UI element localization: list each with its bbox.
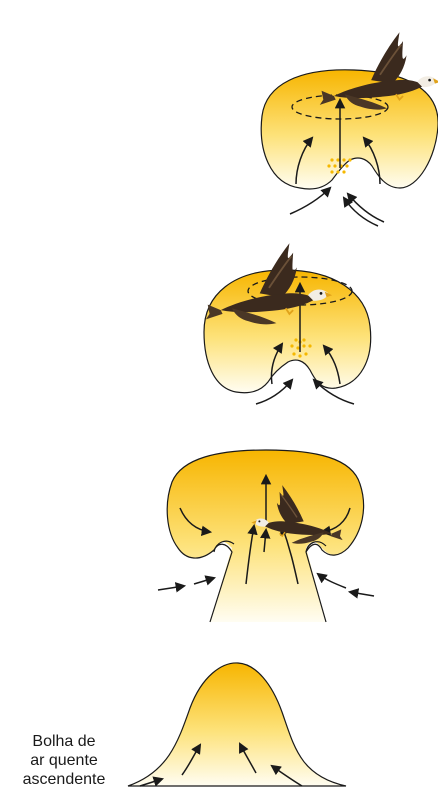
stage-mushroom-forming	[158, 450, 374, 622]
caption-line-3: ascendente	[4, 770, 124, 789]
arrow-inflow-right-1	[318, 574, 346, 588]
arrow-below-right-2	[344, 198, 378, 226]
arrow-inflow-left-1	[158, 586, 184, 590]
arrow-below-left	[290, 188, 330, 214]
arrow-below-right	[348, 194, 384, 222]
stage-thermal-ring	[204, 243, 371, 404]
caption-rising-bubble: Bolha de ar quente ascendente	[4, 732, 124, 789]
arrow-inflow-left-2	[194, 578, 214, 584]
stage-bubble-rising	[128, 663, 346, 786]
caption-line-1: Bolha de	[4, 732, 124, 751]
caption-line-2: ar quente	[4, 751, 124, 770]
stage-detached-thermal	[261, 32, 438, 226]
warm-air-bubble	[128, 663, 346, 786]
arrow-inflow-right-2	[350, 592, 374, 596]
